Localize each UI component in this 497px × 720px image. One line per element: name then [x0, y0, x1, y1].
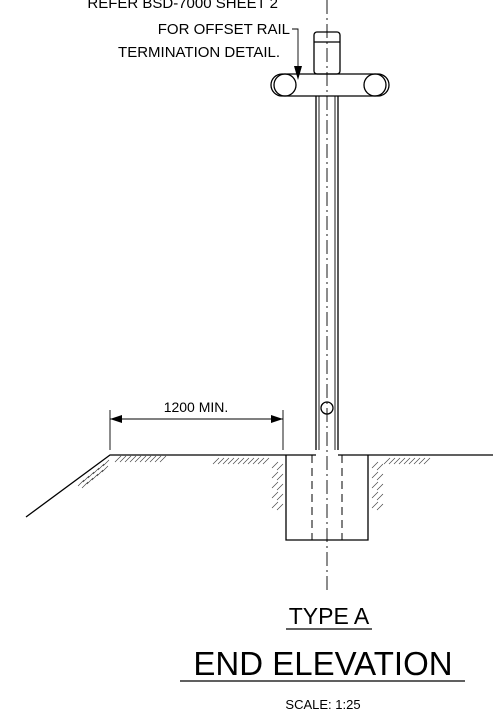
concrete-footing: [285, 454, 369, 541]
reference-note: REFER BSD-7000 SHEET 2 FOR OFFSET RAIL T…: [87, 0, 302, 80]
note-line-2: FOR OFFSET RAIL: [158, 21, 290, 38]
top-rail: [270, 73, 390, 97]
title-subtitle: TYPE A: [289, 603, 370, 629]
dimension-1200: 1200 MIN.: [109, 399, 284, 450]
post: [315, 96, 339, 450]
note-line-1: REFER BSD-7000 SHEET 2: [87, 0, 278, 12]
title-block: TYPE A END ELEVATION SCALE: 1:25: [180, 603, 465, 712]
ground-line: [25, 454, 493, 518]
note-line-3: TERMINATION DETAIL.: [118, 44, 280, 61]
leader-line: [292, 28, 299, 72]
leader-arrowhead: [294, 66, 302, 80]
earth-hatching: [77, 455, 431, 511]
dimension-label: 1200 MIN.: [164, 399, 229, 415]
title-main: END ELEVATION: [193, 645, 452, 682]
title-scale: SCALE: 1:25: [285, 697, 360, 712]
